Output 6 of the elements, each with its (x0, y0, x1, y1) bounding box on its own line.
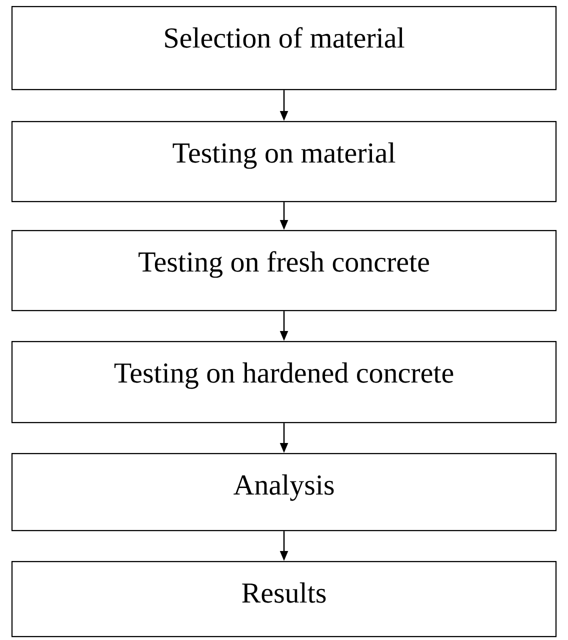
process-box: Analysis (11, 453, 557, 532)
process-box: Results (11, 561, 557, 638)
process-box: Selection of material (11, 6, 557, 90)
process-box: Testing on fresh concrete (11, 230, 557, 312)
process-box: Testing on material (11, 121, 557, 202)
process-box: Testing on hardened concrete (11, 341, 557, 424)
